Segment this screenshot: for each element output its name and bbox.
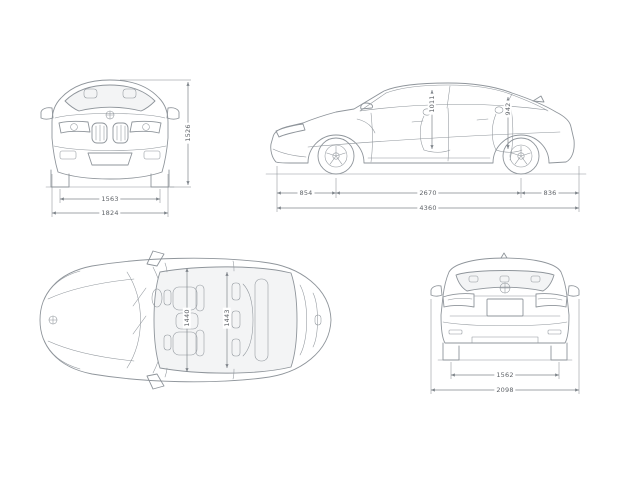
top-body-outline — [39, 257, 332, 383]
rear-headrest-right — [530, 275, 541, 283]
dim-label-front-overhang: 854 — [297, 188, 315, 198]
top-windshield-base-arc — [126, 271, 141, 369]
front-bmw-roundel-icon — [105, 110, 115, 120]
rear-mirror-right — [567, 285, 580, 297]
rear-bmw-roundel-icon — [499, 282, 511, 294]
top-rear-window-arcs — [299, 284, 318, 356]
rear-bumper-crease — [442, 321, 568, 327]
rear-reflector-left — [448, 329, 463, 335]
front-mirror-left — [40, 107, 54, 120]
rear-license-plate — [486, 298, 524, 317]
dim-label-interior-width-rear: 1443 — [222, 307, 232, 329]
front-kidney-grille — [91, 122, 129, 144]
front-headlight-right-lens — [142, 123, 150, 131]
side-window-top-line — [385, 84, 549, 112]
dim-label-overall-width-mirrors: 2098 — [494, 385, 516, 395]
front-headrest-left — [83, 88, 98, 99]
front-headlight-left — [58, 120, 91, 134]
rear-tire-left — [442, 342, 460, 361]
top-mirror-lower — [146, 373, 165, 390]
dim-label-front-track: 1563 — [99, 194, 121, 204]
rear-width-extension-lines — [430, 299, 580, 394]
side-beltline — [359, 104, 548, 112]
side-rear-wheel — [502, 137, 540, 175]
rear-taillight-right — [535, 293, 568, 308]
dim-label-overall-length: 4360 — [417, 203, 439, 213]
top-bmw-roundel-icon — [48, 315, 58, 325]
front-bumper-crease — [53, 145, 167, 151]
top-rear-bench — [231, 278, 269, 362]
dim-label-rear-overhang: 836 — [541, 188, 559, 198]
top-antenna-fin — [314, 314, 322, 326]
front-track-extension-lines — [59, 189, 161, 203]
side-front-door-seam — [370, 112, 373, 163]
rear-taillight-inner-lines — [447, 298, 563, 301]
dim-label-wheelbase: 2670 — [417, 188, 439, 198]
dim-label-interior-width-front: 1440 — [182, 307, 192, 329]
rear-tire-right — [550, 342, 568, 361]
front-headrest-right — [122, 88, 137, 99]
side-headlight — [275, 123, 306, 138]
front-air-intake — [87, 152, 133, 166]
rear-taillight-left — [442, 293, 475, 308]
side-front-bumper-crease — [272, 148, 307, 158]
front-height-extension-lines — [120, 79, 191, 188]
front-windshield-glass — [64, 84, 156, 112]
side-wheel-extension-lines — [335, 178, 522, 198]
front-mirror-right — [166, 107, 180, 120]
side-mid-door-seam — [447, 107, 450, 162]
rear-reflector-right — [547, 329, 562, 335]
rear-headrest-left — [468, 275, 479, 283]
side-mirror — [360, 102, 373, 110]
rear-diffuser — [471, 336, 539, 344]
top-hood-crease-upper — [47, 278, 135, 300]
rear-antenna-fin — [500, 252, 508, 259]
front-headlight-left-lens — [70, 123, 78, 131]
top-front-bumper-arcs — [43, 270, 81, 370]
side-door-handles — [411, 118, 489, 123]
dim-label-overall-height: 1526 — [183, 122, 193, 144]
dim-label-headroom-rear: 942 — [503, 100, 513, 118]
rear-headrest-center — [499, 275, 510, 283]
front-foglamp-right — [143, 150, 161, 160]
side-outer-extension-lines — [276, 166, 580, 212]
rear-window-glass — [455, 270, 555, 292]
side-interior-seats — [356, 106, 523, 153]
front-view-drawing — [40, 79, 191, 217]
rear-view-drawing — [430, 252, 580, 394]
side-character-line — [307, 131, 561, 148]
top-wipers — [132, 287, 147, 335]
dim-label-rear-track: 1562 — [494, 370, 516, 380]
side-b-pillar — [446, 85, 451, 109]
rear-mirror-left — [430, 285, 443, 297]
side-body-outline — [270, 82, 575, 164]
front-headlight-right — [129, 120, 162, 134]
rear-body-outline — [440, 257, 570, 344]
side-a-pillar — [359, 92, 387, 112]
front-foglamp-left — [59, 150, 77, 160]
dim-label-headroom-front: 1011 — [427, 93, 437, 115]
top-door-seams — [164, 260, 235, 380]
front-width-extension-lines — [51, 174, 169, 217]
side-front-wheel — [317, 137, 355, 175]
top-hood-crease-lower — [47, 340, 135, 362]
top-mirror-upper — [146, 250, 165, 267]
dim-label-front-overall-width: 1824 — [99, 208, 121, 218]
side-antenna-fin — [532, 95, 545, 103]
